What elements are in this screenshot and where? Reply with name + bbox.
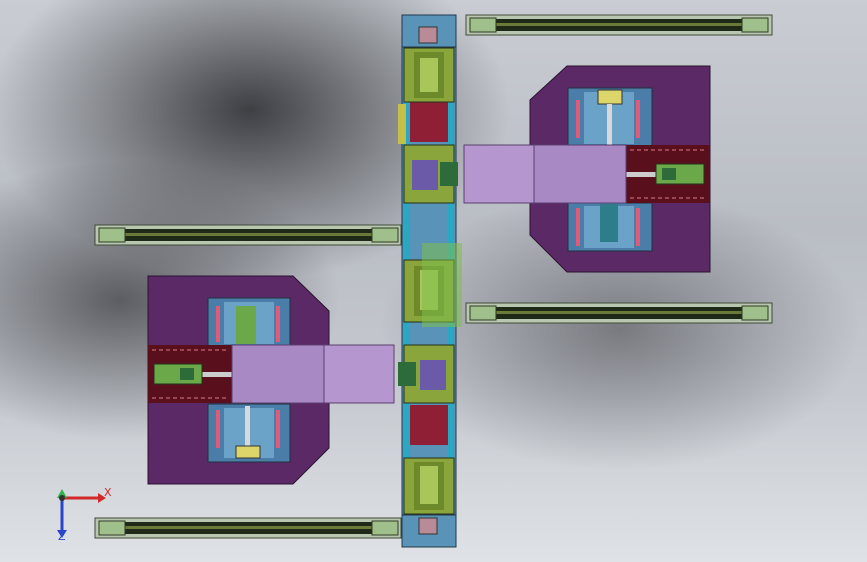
linear-rail-top-right (465, 14, 773, 36)
linear-rail-mid-right (465, 302, 773, 324)
fixture-right (463, 65, 711, 273)
linear-rail-bottom-left (94, 517, 402, 539)
z-axis-arrowhead (57, 530, 67, 538)
triad-origin (59, 495, 65, 501)
y-axis-arrowhead (57, 489, 67, 498)
linear-rail-mid-left (94, 224, 402, 246)
x-axis-arrowhead (98, 493, 106, 503)
fixture-left (147, 275, 395, 485)
conveyor-column (398, 14, 462, 548)
triad-graphic (57, 489, 106, 538)
z-axis-label: Z (58, 530, 66, 543)
x-axis-label: X (104, 486, 112, 499)
coordinate-triad[interactable]: X Y Z (40, 478, 120, 548)
